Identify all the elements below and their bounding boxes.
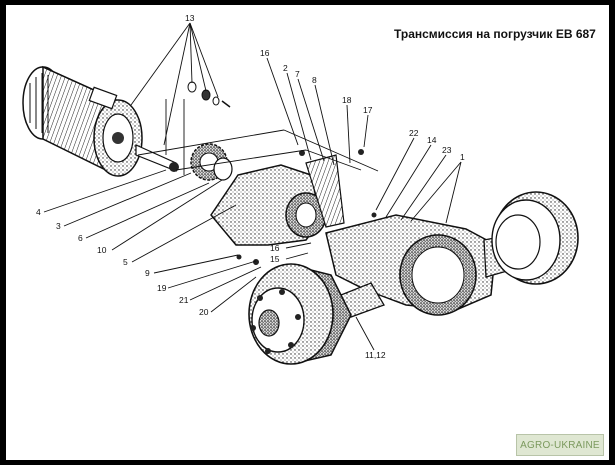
label-7: 7	[295, 69, 300, 79]
label-11-12: 11,12	[365, 350, 386, 360]
gearbox-housing	[210, 154, 345, 246]
label-2: 2	[283, 63, 288, 73]
label-9: 9	[145, 268, 150, 278]
transmission-exploded-diagram: 13 16 2 7 8 18 17 22 14 23 1 4 3 6 10 5 …	[22, 13, 579, 365]
label-6: 6	[78, 233, 83, 243]
label-18: 18	[342, 95, 352, 105]
label-1: 1	[460, 152, 465, 162]
label-22: 22	[409, 128, 419, 138]
label-21: 21	[179, 295, 189, 305]
label-10: 10	[97, 245, 107, 255]
label-19: 19	[157, 283, 167, 293]
diagram-title: Трансмиссия на погрузчик ЕВ 687	[394, 27, 596, 41]
label-13: 13	[185, 13, 195, 23]
label-23: 23	[442, 145, 452, 155]
right-wheel-hub	[491, 191, 579, 285]
label-3: 3	[56, 221, 61, 231]
label-16-top: 16	[260, 48, 270, 58]
part-labels: 13 16 2 7 8 18 17 22 14 23 1 4 3 6 10 5 …	[36, 13, 465, 360]
left-wheel-hub	[248, 263, 352, 365]
drive-axle	[325, 214, 522, 318]
label-14: 14	[427, 135, 437, 145]
label-5: 5	[123, 257, 128, 267]
diagram-sheet: Трансмиссия на погрузчик ЕВ 687	[6, 5, 609, 460]
label-15: 15	[270, 254, 280, 264]
label-8: 8	[312, 75, 317, 85]
label-20: 20	[199, 307, 209, 317]
electric-motor	[22, 65, 143, 177]
label-4: 4	[36, 207, 41, 217]
label-17: 17	[363, 105, 373, 115]
leader-lines	[43, 22, 462, 351]
label-16-bottom: 16	[270, 243, 280, 253]
small-parts-13	[187, 81, 231, 108]
watermark-logo: AGRO-UKRAINE	[516, 434, 604, 456]
fasteners	[236, 149, 377, 265]
